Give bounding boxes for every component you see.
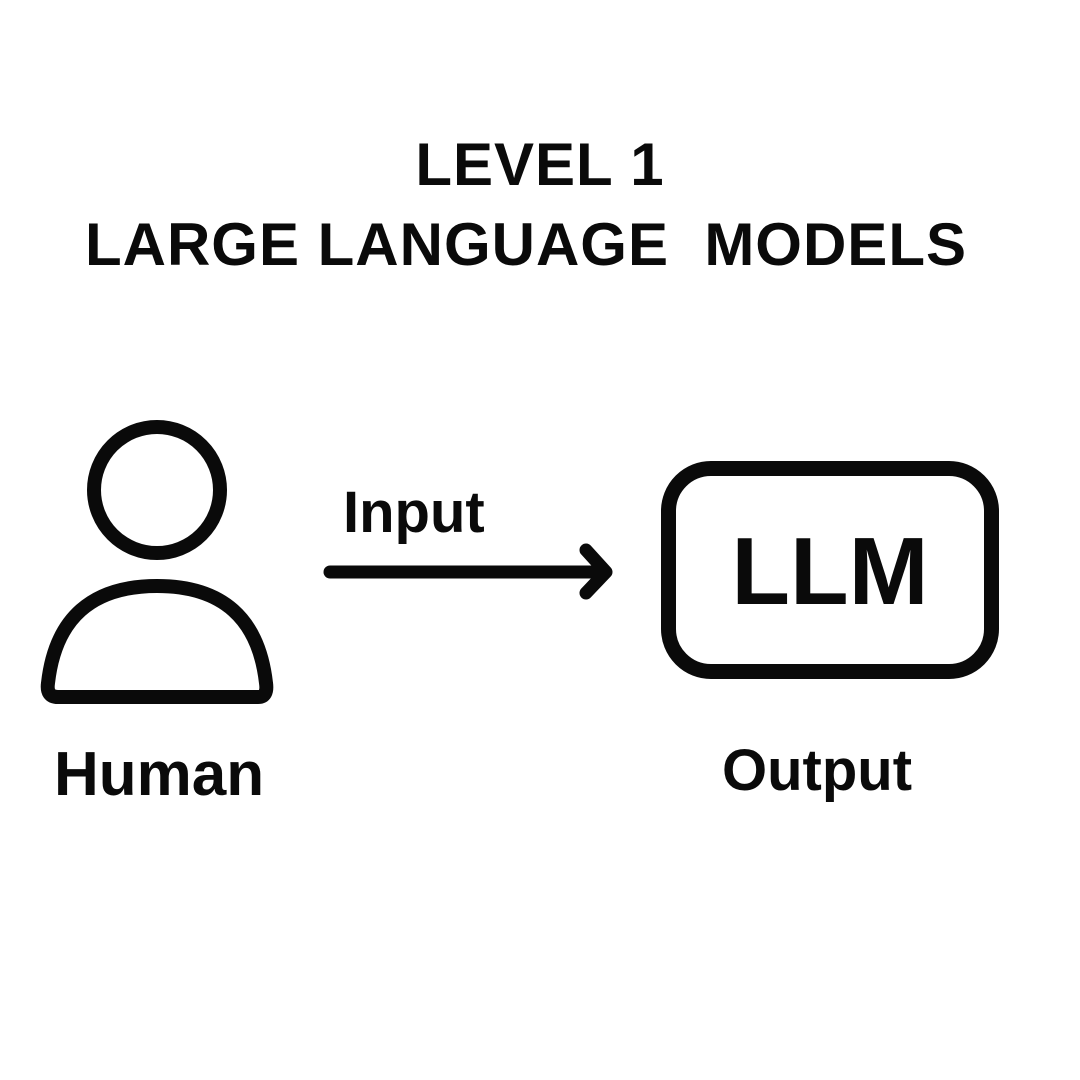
output-label: Output <box>722 738 913 803</box>
person-head <box>87 420 227 560</box>
input-label: Input <box>343 480 485 545</box>
title-level: LEVEL 1 <box>415 131 665 198</box>
llm-box: LLM <box>661 461 999 679</box>
title-heading: LARGE LANGUAGE MODELS <box>84 211 967 278</box>
llm-box-text: LLM <box>731 518 929 625</box>
human-label: Human <box>54 740 265 809</box>
person-body <box>40 579 274 704</box>
arrow-head <box>579 543 613 600</box>
